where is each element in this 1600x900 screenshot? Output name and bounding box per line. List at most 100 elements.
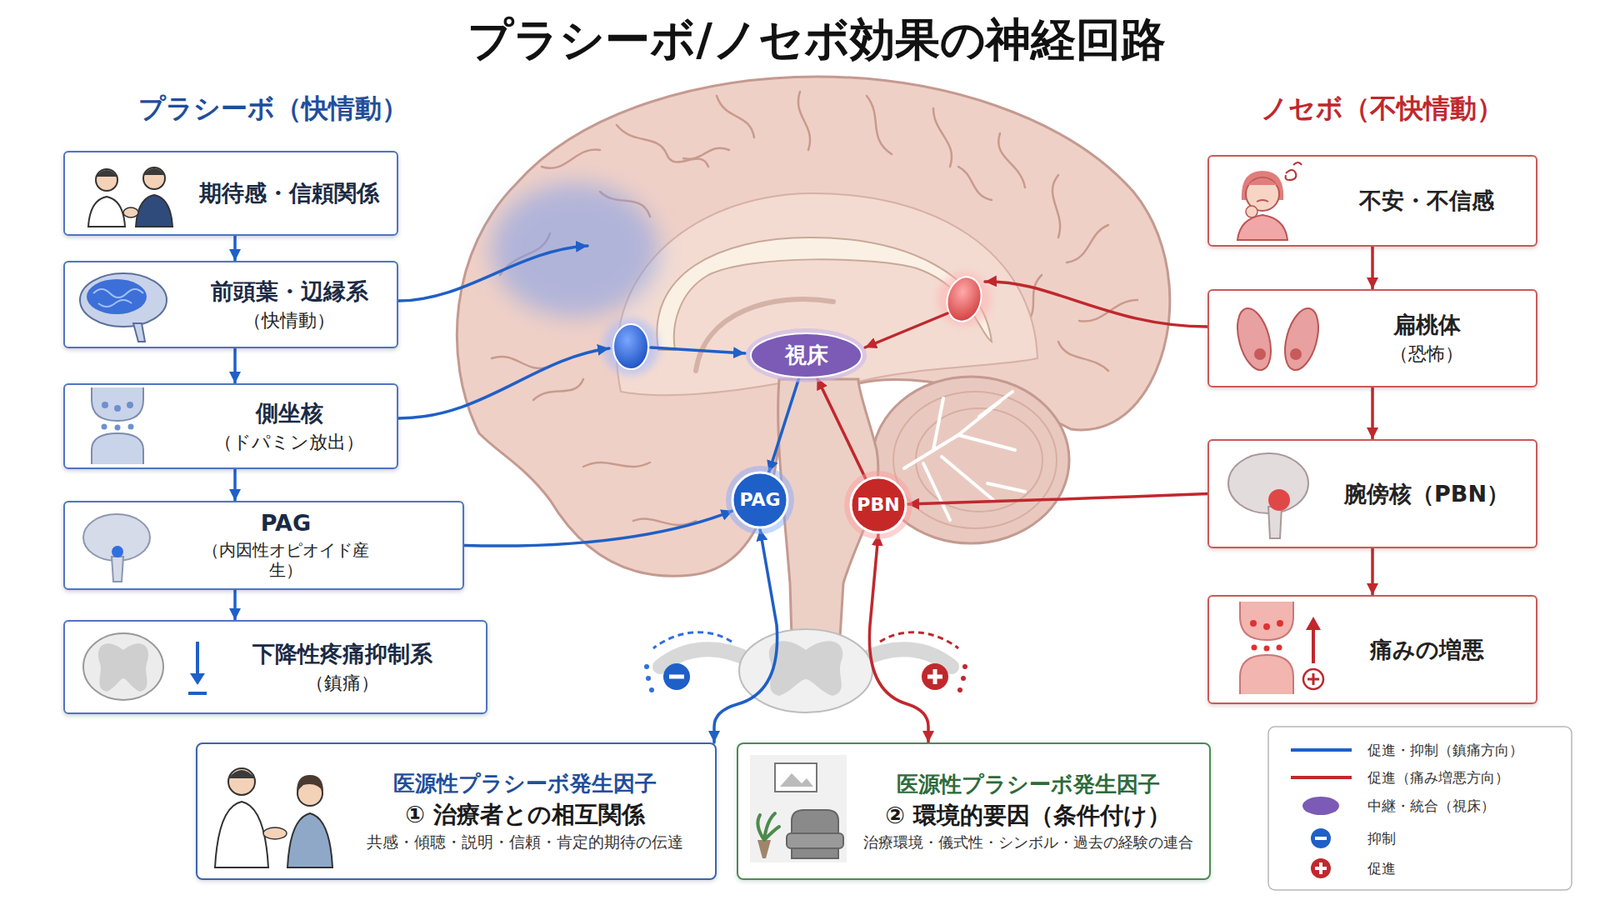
node-title: 扁桃体 (1393, 310, 1461, 340)
worried-woman-icon (1256, 200, 1269, 202)
text-area: 側坐核（ドパミン放出） (190, 388, 389, 465)
text-area: 痛みの増悪 (1325, 600, 1528, 700)
worried-woman-icon (1245, 205, 1258, 218)
node-title: 側坐核 (255, 399, 324, 428)
room-icon (780, 773, 814, 787)
process-box: 前頭葉・辺縁系（快情動） (63, 260, 399, 349)
box-icons (80, 162, 1325, 868)
spinal-section (769, 640, 844, 696)
node-title: 痛みの増悪 (1370, 635, 1485, 665)
room-icon (757, 813, 780, 840)
handshake-icon (143, 168, 165, 175)
handshake-icon (143, 167, 165, 190)
connector (233, 469, 237, 501)
synapse-icon (126, 401, 134, 409)
brain-illustration (456, 76, 1170, 638)
node-title: 不安・不信感 (1359, 186, 1495, 215)
legend-frame (1302, 796, 1340, 815)
process-box: 側坐核（ドパミン放出） (63, 383, 399, 470)
synapse-icon (1312, 673, 1315, 685)
spinal-icon (195, 641, 200, 677)
handshake-icon (95, 169, 118, 191)
section-heading: プラシーボ（快情動） (116, 91, 430, 127)
brain-sagittal-icon (83, 514, 150, 582)
glow (844, 470, 913, 540)
nucleus-circle: PBN (849, 475, 908, 535)
promote-symbol (921, 663, 949, 690)
brain-sagittal-icon (1268, 506, 1282, 539)
node-text: （内因性オピオイド産生） (190, 540, 382, 582)
connector (1370, 548, 1375, 595)
relay-ellipse: 視床 (750, 332, 863, 379)
spinal-icon (83, 633, 164, 700)
text-area: 腕傍核（PBN） (1325, 444, 1528, 544)
synapse-icon (1250, 620, 1257, 627)
gyri (583, 462, 650, 467)
connector (714, 529, 778, 743)
cerebellum (893, 391, 1057, 529)
text-area: 医源性プラシーボ発生因子① 治療者との相互関係共感・傾聴・説明・信頼・肯定的期待… (343, 747, 707, 875)
legend-frame (1268, 726, 1572, 890)
amygdala-dot (942, 273, 987, 326)
brain-sagittal-icon (111, 556, 124, 582)
spinal-section (957, 687, 963, 693)
amygdala-icon (1231, 305, 1325, 375)
legend-text: 促進 (1367, 858, 1396, 879)
synapse-icon (1276, 620, 1284, 627)
inhibit-symbol (663, 663, 690, 690)
text-area: 前頭葉・辺縁系（快情動） (190, 265, 389, 344)
synapse-icon (114, 405, 121, 412)
legend-text: 促進（痛み増悪方向） (1367, 767, 1510, 788)
factor-box: 医源性プラシーボ発生因子② 環境的要因（条件付け）治療環境・儀式性・シンボル・過… (736, 742, 1211, 880)
text-area: 期待感・信頼関係 (190, 155, 389, 231)
text-area: 医源性プラシーボ発生因子② 環境的要因（条件付け）治療環境・儀式性・シンボル・過… (855, 747, 1201, 875)
brain-icon (80, 273, 167, 327)
gyri (491, 356, 550, 369)
room-icon (775, 763, 817, 792)
synapse-icon (1303, 669, 1324, 690)
gyri (716, 95, 755, 138)
handshake-icon (88, 167, 173, 227)
spinal-icon (190, 673, 205, 685)
doctor-patient-icon (296, 775, 324, 792)
brain-sagittal-icon (1228, 453, 1309, 514)
synapse-icon (101, 424, 108, 430)
doctor-patient-icon (215, 801, 269, 868)
room-icon (750, 755, 847, 863)
promote-symbol (921, 663, 949, 690)
nucleus-circle-fill (732, 472, 788, 528)
leader-lines (398, 245, 588, 301)
node-title: 医源性プラシーボ発生因子 (896, 770, 1160, 799)
synapse-icon (1240, 601, 1324, 695)
gyri (683, 148, 730, 160)
gyri (958, 166, 992, 200)
medial-surface (616, 193, 1038, 395)
brain-icon (93, 289, 144, 307)
brain-icon (86, 279, 147, 315)
legend-text: 抑制 (1367, 828, 1396, 849)
text-area: 不安・不信感 (1325, 160, 1528, 242)
node-text: 治療環境・儀式性・シンボル・過去の経験の連合 (863, 833, 1194, 853)
connector (464, 510, 733, 546)
inhibit-symbol (669, 675, 685, 680)
synapse-icon (128, 424, 135, 430)
node-title: PAG (739, 488, 780, 512)
node-title: 腕傍核（PBN） (1344, 480, 1510, 509)
node-title: 下降性疼痛抑制系 (252, 640, 433, 669)
handshake-icon (95, 170, 118, 177)
relay-ellipse-fill (750, 333, 862, 378)
process-box: 痛みの増悪 (1207, 595, 1538, 705)
connector (869, 534, 929, 743)
gyri (998, 133, 1025, 188)
amygdala-icon (1290, 348, 1302, 360)
node-text: ① 治療者との相互関係 (405, 800, 645, 830)
node-title: PBN (856, 493, 900, 517)
connector (233, 348, 237, 384)
text-area: PAG (730, 474, 790, 526)
node-title: PAG (260, 509, 311, 538)
spinal-icon (188, 691, 207, 695)
node-text: 共感・傾聴・説明・信頼・肯定的期待の伝達 (366, 832, 684, 853)
brain-icon (133, 323, 145, 342)
spinal-section (962, 664, 968, 670)
